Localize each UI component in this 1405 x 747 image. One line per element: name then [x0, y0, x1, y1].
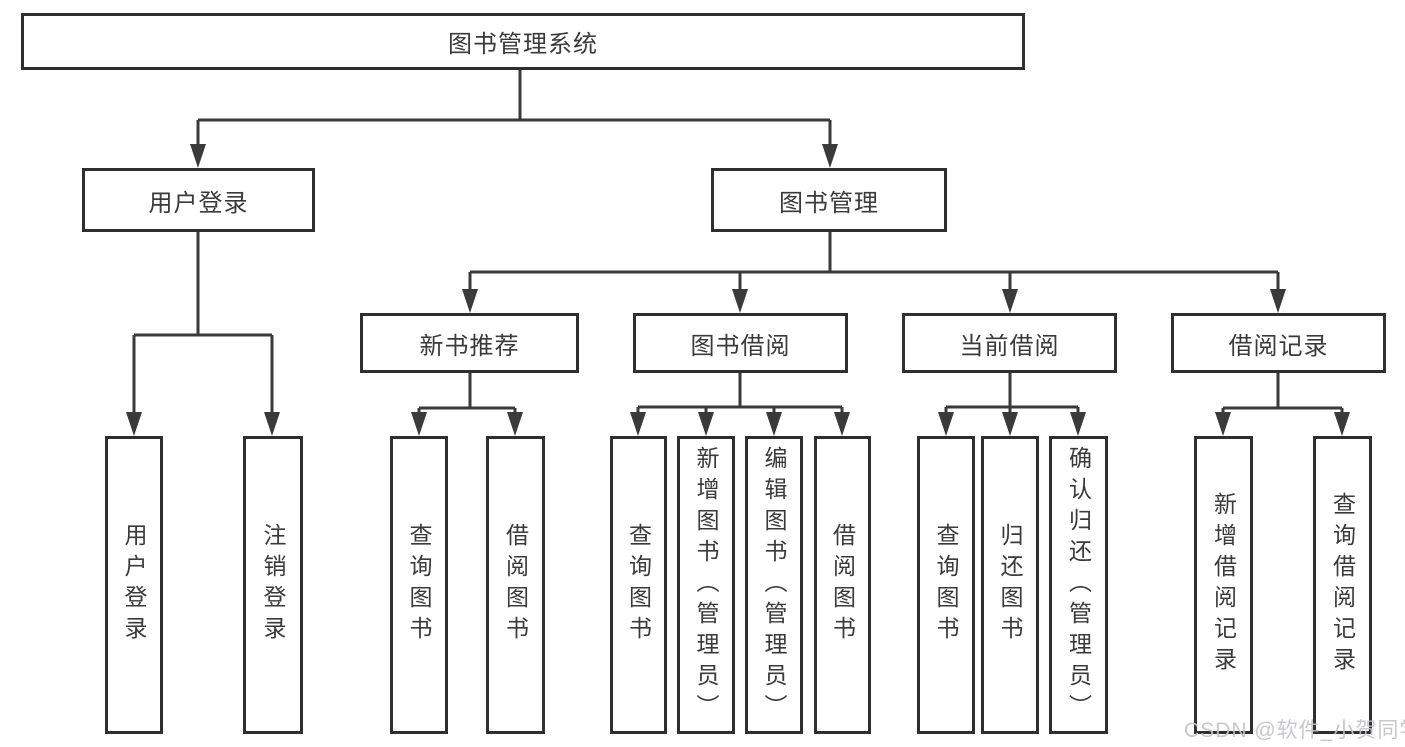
connector-root-to-level1	[196, 70, 832, 148]
node-root-system: 图书管理系统	[21, 13, 1025, 70]
node-book-borrowing: 图书借阅	[633, 313, 848, 373]
node-new-book-recommend: 新书推荐	[360, 313, 579, 373]
leaf-logout: 注销登录	[243, 436, 303, 734]
connector-newbookrec-to-leaves	[417, 372, 517, 416]
leaf-confirm-return-admin: 确认归还（管理员）	[1049, 436, 1108, 734]
leaf-add-borrow-record: 新增借阅记录	[1194, 436, 1253, 734]
arrowheads	[126, 144, 1350, 436]
node-book-management: 图书管理	[711, 168, 947, 232]
connector-userlogin-to-leaves	[132, 232, 274, 416]
leaf-borrow-books-recommend: 借阅图书	[486, 436, 545, 734]
connector-bookmgmt-to-level2	[468, 232, 1280, 293]
leaf-query-books-recommend: 查询图书	[390, 436, 448, 734]
leaf-query-books-borrowing: 查询图书	[610, 436, 667, 734]
leaf-edit-books-admin: 编辑图书（管理员）	[745, 436, 803, 734]
csdn-watermark: CSDN @软件_小贺同学	[1184, 719, 1405, 742]
node-borrowing-records: 借阅记录	[1171, 313, 1386, 373]
leaf-return-books: 归还图书	[981, 436, 1039, 734]
leaf-borrow-books-borrowing: 借阅图书	[814, 436, 871, 734]
leaf-add-books-admin: 新增图书（管理员）	[677, 436, 735, 734]
leaf-query-borrow-record: 查询借阅记录	[1313, 436, 1372, 734]
node-user-login: 用户登录	[82, 168, 315, 232]
leaf-user-login: 用户登录	[105, 436, 163, 734]
connector-currentborrow-to-leaves	[944, 372, 1080, 416]
connector-bookborrow-to-leaves	[636, 372, 844, 416]
leaf-query-books-current: 查询图书	[917, 436, 975, 734]
node-current-borrowing: 当前借阅	[902, 313, 1117, 373]
connector-borrowrecords-to-leaves	[1221, 372, 1344, 416]
